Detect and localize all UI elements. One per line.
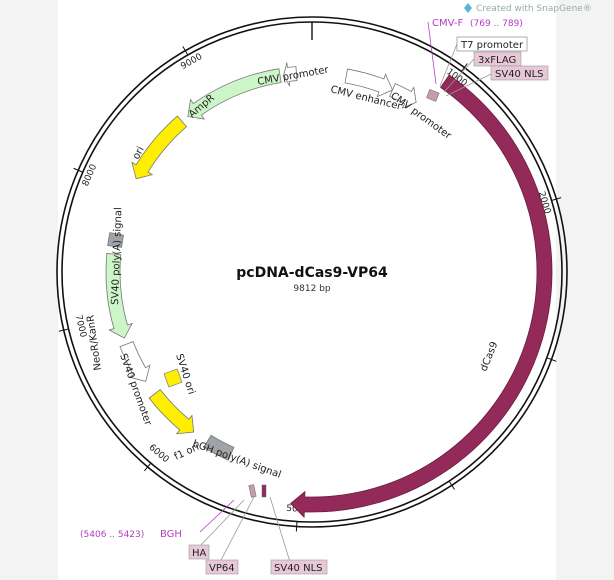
callout-cmv-f-range: (769 .. 789) xyxy=(470,19,523,29)
ampr-promoter-feature xyxy=(283,62,298,87)
plasmid-size: 9812 bp xyxy=(293,284,330,294)
dcas9-feature xyxy=(289,74,553,519)
backbone-outer-circle xyxy=(56,16,568,528)
callout-bgh-range: (5406 .. 5423) xyxy=(80,530,144,540)
tick-mark xyxy=(460,63,468,72)
tick-mark xyxy=(144,462,152,472)
callout-sv40-nls-top: SV40 NLS xyxy=(495,69,544,80)
sv40-polya-label: SV40 poly(A) signal xyxy=(110,207,124,305)
sv40-promoter-feature xyxy=(119,341,151,382)
callout-cmv-f: CMV-F xyxy=(432,18,463,29)
callout-bgh: BGH xyxy=(160,529,182,540)
watermark-text: Created with SnapGene® xyxy=(476,4,592,14)
features xyxy=(105,62,553,519)
ha-vp64-marker xyxy=(248,484,257,498)
plasmid-name: pcDNA-dCas9-VP64 xyxy=(236,265,388,281)
f1-ori-feature xyxy=(148,388,195,435)
tick-label: 9000 xyxy=(179,52,204,72)
callout-vp64: VP64 xyxy=(209,563,235,574)
callout-sv40-nls-bottom: SV40 NLS xyxy=(274,563,323,574)
tick-mark xyxy=(448,480,455,490)
cmv-promoter-feature xyxy=(389,83,417,109)
cmv-promoter-label: CMV promoter xyxy=(388,91,453,143)
left-margin xyxy=(0,0,58,580)
tick-mark xyxy=(551,197,562,201)
cmv-enhancer-feature xyxy=(344,68,393,98)
bgh-polya-label: bGH poly(A) signal xyxy=(191,438,282,480)
tick-mark xyxy=(546,357,557,362)
sv40-ori-marker xyxy=(163,368,183,388)
nls-bottom-marker xyxy=(261,484,267,498)
tick-mark xyxy=(295,521,298,532)
ori-feature xyxy=(131,115,188,180)
tick-mark xyxy=(58,328,69,332)
tick-mark xyxy=(73,167,83,173)
callout-t7: T7 promoter xyxy=(460,40,524,51)
neor-label: NeoR/KanR xyxy=(85,314,104,371)
ori-label: ori xyxy=(131,145,147,162)
bgh-polya-feature xyxy=(203,434,235,461)
snapgene-logo-icon xyxy=(464,3,472,13)
callouts-top: CMV-F (769 .. 789) T7 promoter 3xFLAG SV… xyxy=(427,18,549,97)
tick-mark xyxy=(182,46,189,56)
callout-ha: HA xyxy=(192,548,207,559)
ampr-feature xyxy=(187,68,282,120)
dcas9-label: dCas9 xyxy=(479,340,501,373)
tick-label: 8000 xyxy=(81,163,99,188)
flag-marker xyxy=(426,89,440,102)
sv40-polya-feature xyxy=(107,232,125,248)
watermark: Created with SnapGene® xyxy=(464,3,592,14)
callout-3xflag: 3xFLAG xyxy=(478,55,516,66)
callouts-bottom: (5406 .. 5423) BGH HA VP64 SV40 NLS xyxy=(80,496,328,575)
neor-feature xyxy=(105,252,133,339)
